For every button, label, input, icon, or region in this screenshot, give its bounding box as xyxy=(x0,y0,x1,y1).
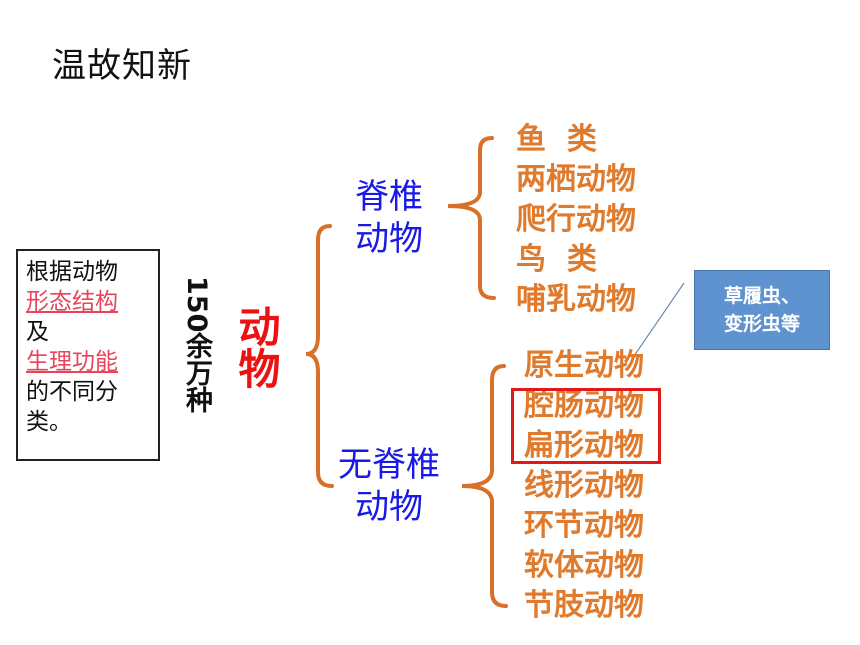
species-count: 150余万种 xyxy=(181,276,212,414)
invertebrate-groups-list: 原生动物 腔肠动物 扁形动物 线形动物 环节动物 软体动物 节肢动物 xyxy=(524,346,644,626)
vertebrate-group-amphibians: 两栖动物 xyxy=(516,162,636,197)
callout-line-2: 变形虫等 xyxy=(723,313,800,335)
invertebrate-group-protozoa: 原生动物 xyxy=(524,348,644,383)
slide-title: 温故知新 xyxy=(52,46,192,86)
invertebrate-group-mollusks: 软体动物 xyxy=(524,548,644,583)
invertebrates-label-line-2: 动物 xyxy=(355,487,423,527)
vertebrate-group-mammals: 哺乳动物 xyxy=(516,282,636,317)
vertebrates-node: 脊椎 动物 xyxy=(344,176,434,260)
basis-line-1: 根据动物 xyxy=(26,259,118,285)
root-bracket xyxy=(305,224,334,488)
invertebrate-group-annelids: 环节动物 xyxy=(524,508,644,543)
vertebrate-bracket xyxy=(447,136,496,300)
protozoa-examples-callout: 草履虫、 变形虫等 xyxy=(694,270,830,350)
callout-pointer-line xyxy=(633,282,685,357)
basis-line-2: 及 xyxy=(26,319,49,345)
callout-line-1: 草履虫、 xyxy=(723,285,800,307)
classification-basis-box: 根据动物 形态结构 及 生理功能 的不同分 类。 xyxy=(16,249,160,461)
basis-physiology-link[interactable]: 生理功能 xyxy=(26,349,118,375)
highlight-frame xyxy=(511,388,661,464)
invertebrate-group-cnidaria: 腔肠动物 xyxy=(524,388,644,423)
root-node-animals: 动物 xyxy=(232,305,281,389)
vertebrate-group-fish: 鱼 类 xyxy=(516,122,597,157)
basis-line-3: 的不同分 xyxy=(26,379,118,405)
invertebrate-group-arthropods: 节肢动物 xyxy=(524,588,644,623)
invertebrate-group-flatworms: 扁形动物 xyxy=(524,428,644,463)
vertebrate-groups-list: 鱼 类 两栖动物 爬行动物 鸟 类 哺乳动物 xyxy=(516,120,636,320)
basis-morphology-link[interactable]: 形态结构 xyxy=(26,289,118,315)
invertebrate-group-roundworms: 线形动物 xyxy=(524,468,644,503)
vertebrate-group-reptiles: 爬行动物 xyxy=(516,202,636,237)
basis-line-4: 类。 xyxy=(26,409,72,435)
invertebrate-bracket xyxy=(461,364,508,608)
invertebrates-label-line-1: 无脊椎 xyxy=(338,445,440,485)
vertebrate-group-birds: 鸟 类 xyxy=(516,242,597,277)
vertebrates-label-line-1: 脊椎 xyxy=(355,177,423,217)
invertebrates-node: 无脊椎 动物 xyxy=(330,444,448,528)
vertebrates-label-line-2: 动物 xyxy=(355,219,423,259)
